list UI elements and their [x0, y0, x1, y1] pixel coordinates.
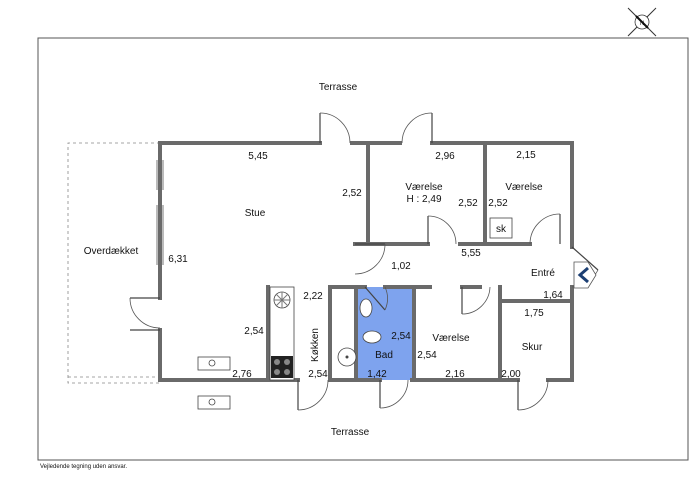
dim-hall-length: 5,55: [461, 248, 481, 259]
covered-area-label: Overdækket: [84, 246, 139, 257]
bathroom-fixtures: [337, 298, 382, 367]
room-bad: Bad: [375, 350, 393, 361]
dim-v1-depth: 2,52: [458, 198, 478, 209]
compass-icon: N: [627, 7, 657, 37]
dim-skur-width: 2,00: [501, 369, 521, 380]
dim-stue-bottom: 2,76: [232, 369, 252, 380]
room-entre: Entré: [531, 268, 555, 279]
terrace-north-label: Terrasse: [319, 82, 358, 93]
room-vaerelse-3: Værelse: [432, 333, 470, 344]
fixture-skab: sk: [496, 224, 507, 235]
dim-v2-depth: 2,52: [488, 198, 508, 209]
terrace-south-label: Terrasse: [331, 427, 370, 438]
room-vaerelse-1: Værelse: [405, 182, 443, 193]
covered-porch-outline: [67, 142, 160, 384]
dim-stue-partition: 2,52: [342, 188, 362, 199]
dim-v3-width: 2,16: [445, 369, 465, 380]
room-kokken: Køkken: [310, 328, 321, 362]
room-stue: Stue: [245, 208, 266, 219]
dim-kitchen-width: 2,22: [303, 291, 323, 302]
dim-entre-width: 1,64: [543, 290, 563, 301]
dim-stue-width: 5,45: [248, 151, 268, 162]
walls: [158, 141, 574, 382]
dim-stue-depth: 6,31: [168, 254, 188, 265]
site-boundary: [37, 37, 689, 461]
dim-bad-length: 2,54: [391, 331, 411, 342]
kitchen-fixtures: [269, 286, 295, 381]
entrance-arrow-icon: [573, 261, 597, 289]
disclaimer-text: Vejledende tegning uden ansvar.: [40, 464, 127, 470]
dim-bad-width: 1,42: [367, 369, 387, 380]
dim-v2-width: 2,15: [516, 150, 536, 161]
room-skur: Skur: [522, 342, 543, 353]
west-windows: [156, 160, 164, 265]
dim-hall-width: 1,02: [391, 261, 411, 272]
dim-v1-width: 2,96: [435, 151, 455, 162]
dim-v3-depth: 2,54: [417, 350, 437, 361]
room-vaerelse-1-height: H : 2,49: [406, 194, 441, 205]
dim-kitchen-bottom: 2,54: [308, 369, 328, 380]
compass-label: N: [640, 21, 644, 27]
dim-skur-depth: 1,75: [524, 308, 544, 319]
furniture-symbols: [197, 217, 513, 410]
room-vaerelse-2: Værelse: [505, 182, 543, 193]
door-swings: [129, 112, 599, 411]
dim-stue-lower: 2,54: [244, 326, 264, 337]
